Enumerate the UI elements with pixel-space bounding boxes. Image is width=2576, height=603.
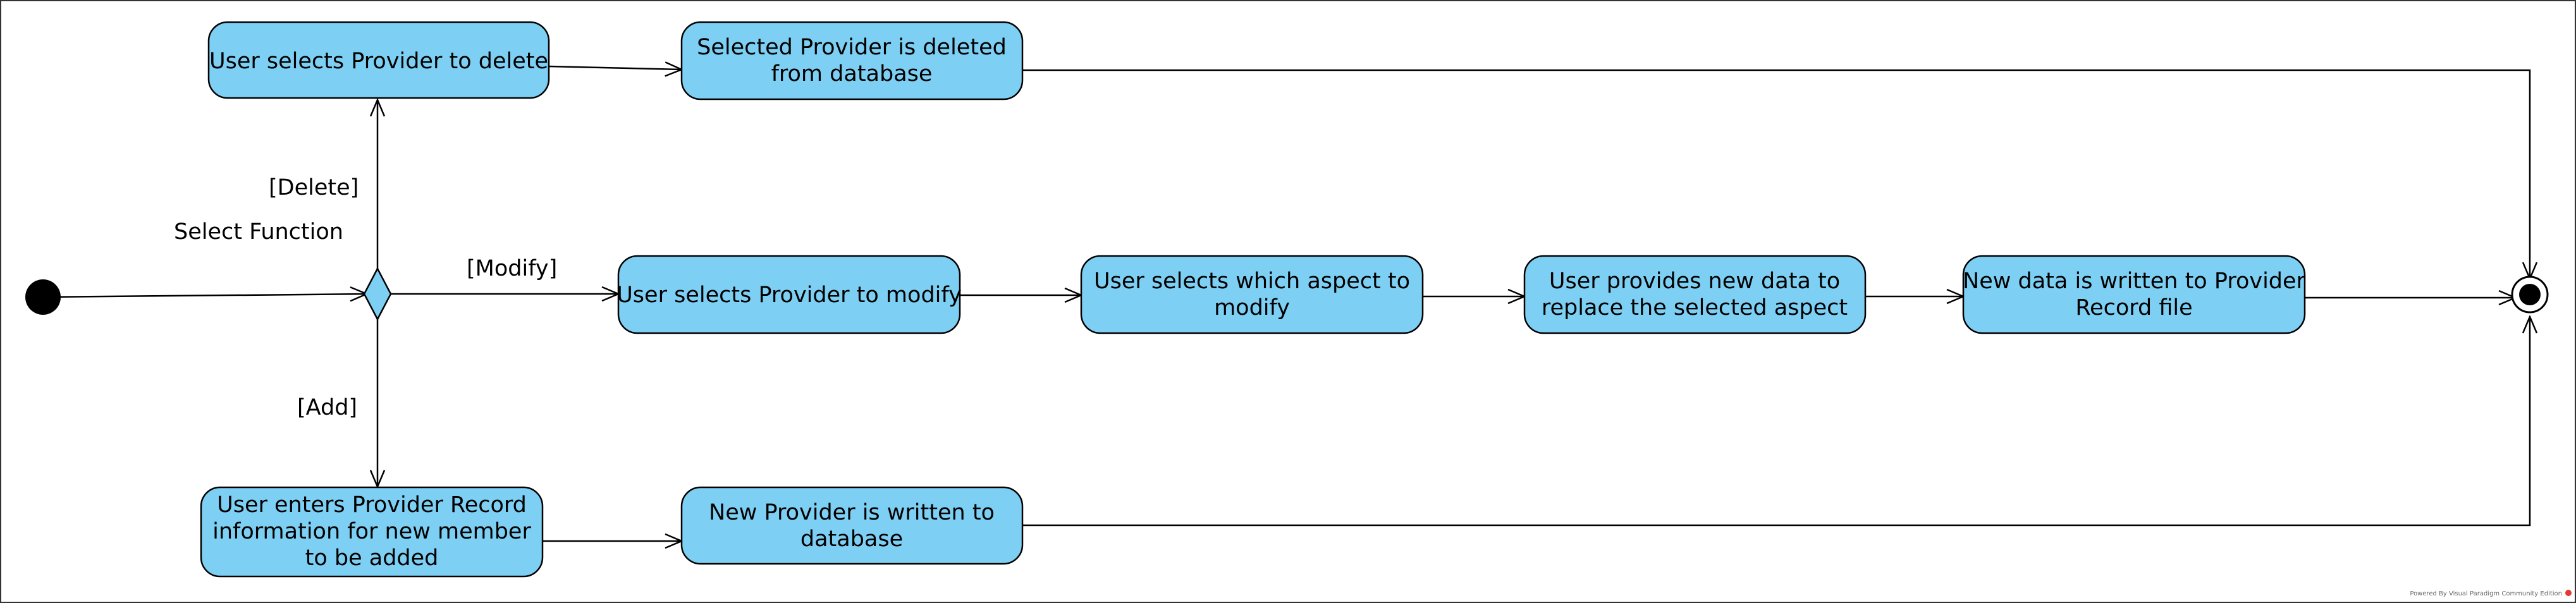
action-written-record: New data is written to Provider Record f… bbox=[1962, 255, 2306, 334]
action-which-aspect: User selects which aspect to modify bbox=[1080, 255, 1424, 334]
edge-initial-to-decision bbox=[42, 294, 367, 297]
action-text: database bbox=[800, 527, 903, 552]
action-text: information for new member bbox=[212, 519, 531, 544]
guard-modify-label: [Modify] bbox=[467, 256, 557, 281]
action-text: replace the selected aspect bbox=[1542, 295, 1848, 320]
action-text: New data is written to Provider bbox=[1963, 269, 2306, 294]
final-node bbox=[2511, 276, 2549, 314]
edge-select-delete-to-deleted bbox=[548, 66, 682, 70]
guard-add-label: [Add] bbox=[297, 395, 357, 420]
action-text: Record file bbox=[2075, 295, 2192, 320]
decision-node bbox=[363, 267, 392, 321]
action-text: User provides new data to bbox=[1549, 269, 1840, 294]
action-select-modify: User selects Provider to modify bbox=[616, 255, 962, 334]
action-text: User selects which aspect to bbox=[1094, 269, 1410, 294]
action-text: modify bbox=[1214, 295, 1290, 320]
guard-delete-label: [Delete] bbox=[269, 175, 359, 200]
action-text: New Provider is written to bbox=[709, 500, 995, 525]
edge-deleted-to-final bbox=[1022, 69, 2530, 279]
initial-node bbox=[25, 279, 61, 315]
edges bbox=[42, 66, 2530, 541]
watermark-icon bbox=[2565, 590, 2572, 596]
edge-written-db-to-final bbox=[1022, 317, 2530, 527]
action-text: to be added bbox=[305, 545, 439, 571]
action-text: User enters Provider Record bbox=[217, 492, 527, 518]
decision-label: Select Function bbox=[174, 219, 343, 245]
watermark-text: Powered By Visual Paradigm Community Edi… bbox=[2410, 590, 2562, 597]
action-enter-info: User enters Provider Record information … bbox=[200, 486, 544, 578]
action-written-db: New Provider is written to database bbox=[680, 486, 1024, 565]
action-new-data: User provides new data to replace the se… bbox=[1523, 255, 1867, 334]
action-text: User selects Provider to modify bbox=[616, 283, 962, 308]
action-deleted: Selected Provider is deleted from databa… bbox=[680, 21, 1024, 100]
action-select-delete: User selects Provider to delete bbox=[207, 21, 550, 99]
action-text: User selects Provider to delete bbox=[209, 49, 548, 74]
action-text: Selected Provider is deleted bbox=[697, 35, 1007, 60]
action-text: from database bbox=[771, 61, 933, 87]
